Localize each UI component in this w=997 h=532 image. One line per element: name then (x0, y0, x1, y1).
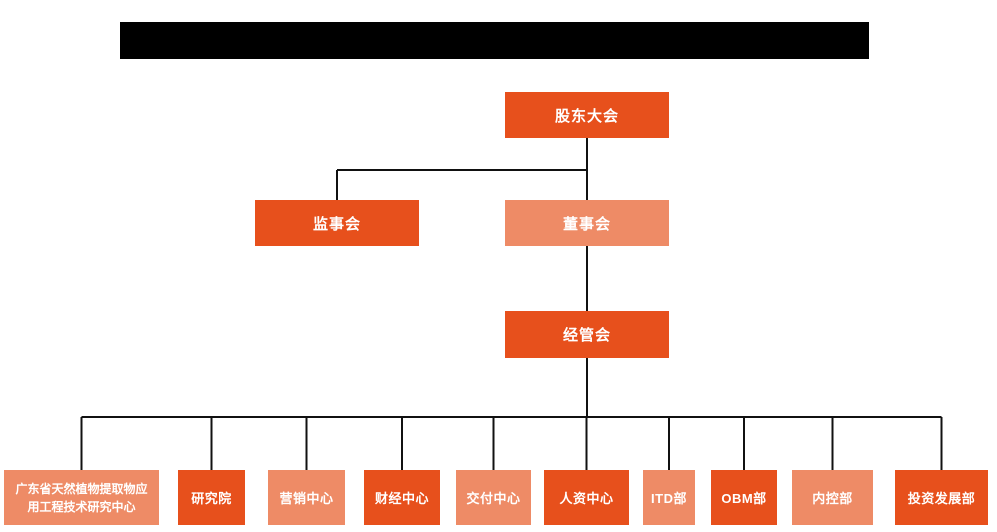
redacted-title-bar (120, 22, 869, 59)
org-node-label: 监事会 (312, 215, 361, 233)
org-node-label: 董事会 (562, 215, 611, 233)
org-node-management: 经管会 (505, 311, 669, 358)
org-node-label: 财经中心 (374, 491, 429, 506)
org-node-research-center: 广东省天然植物提取物应用工程技术研究中心 (4, 470, 159, 525)
org-node-internal-control: 内控部 (792, 470, 873, 525)
org-node-label: ITD部 (651, 491, 687, 506)
org-node-shareholders: 股东大会 (505, 92, 669, 138)
org-node-label: 股东大会 (554, 107, 619, 125)
org-node-label: 投资发展部 (907, 491, 976, 506)
org-node-label: 广东省天然植物提取物应用工程技术研究中心 (15, 481, 148, 514)
org-node-label: 交付中心 (466, 491, 521, 506)
org-node-label: 营销中心 (279, 491, 334, 506)
org-node-finance-center: 财经中心 (364, 470, 440, 525)
org-node-hr-center: 人资中心 (544, 470, 629, 525)
org-node-label: 人资中心 (559, 491, 614, 506)
org-node-board: 董事会 (505, 200, 669, 246)
org-node-label: 经管会 (562, 327, 611, 344)
org-node-itd-dept: ITD部 (643, 470, 695, 525)
org-node-supervisory: 监事会 (255, 200, 419, 246)
org-node-label: 研究院 (191, 491, 232, 506)
org-node-label: OBM部 (721, 491, 767, 506)
org-node-obm-dept: OBM部 (711, 470, 777, 525)
org-node-delivery-center: 交付中心 (456, 470, 531, 525)
org-node-investment-dev: 投资发展部 (895, 470, 988, 525)
org-node-label: 内控部 (812, 491, 853, 506)
org-node-marketing-center: 营销中心 (268, 470, 345, 525)
org-node-research-institute: 研究院 (178, 470, 245, 525)
